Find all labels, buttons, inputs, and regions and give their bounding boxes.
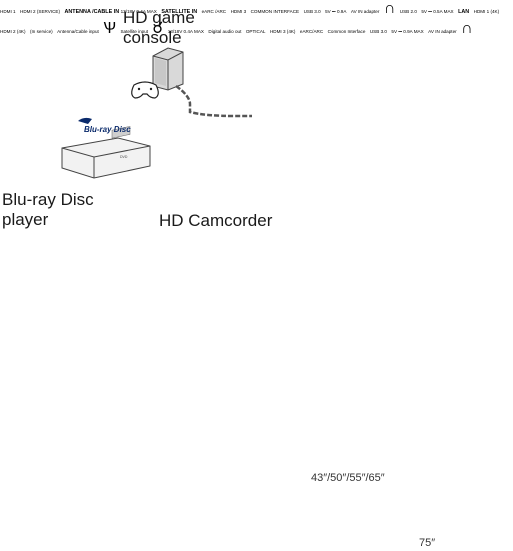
large-hdmi2-label: HDMI 2 (4K): [0, 29, 26, 34]
large-usb3-power: 5V ⎓ 0.9A MAX: [391, 29, 424, 34]
small-common-interface-slot: COMMON INTERFACE USB 3.0 5V ⎓ 0.9A AV IN…: [0, 0, 500, 549]
console-cable: [175, 84, 252, 118]
satellite-icon: ☌: [152, 20, 164, 37]
hdmi-plug-bluray: HDMI 1 HDMI 2 (SERVICE) ANTENNA /CABLE I…: [0, 0, 500, 549]
small-hdmi2-label: HDMI 2 (SERVICE): [20, 9, 61, 14]
large-tv-caption: 75″: [419, 537, 436, 549]
hdmi-plug-camcorder: HDMI 1 HDMI 2 (SERVICE) ANTENNA /CABLE I…: [0, 0, 500, 549]
game-console-label: HD game console: [123, 8, 195, 47]
bluray-logo-text: Blu-ray Disc: [84, 125, 131, 134]
small-earc-label: eARC /ARC: [201, 9, 227, 14]
large-hdmi2-port: Antenna/Cable input Ѱ Satellite input ☌ …: [2, 8, 473, 549]
large-hdmi2-sub: (In service): [29, 29, 53, 34]
small-antenna-label: ANTENNA /CABLE IN: [64, 9, 120, 15]
small-hdmi1-label: HDMI 1: [0, 9, 16, 14]
large-common-interface-label: Common Interface: [327, 29, 366, 34]
large-hdmi1-label: HDMI 1 (4K): [473, 9, 500, 14]
bluray-player-icon: [61, 126, 151, 179]
small-hdmi2-port: HDMI 2 (SERVICE) ANTENNA /CABLE IN 13/18…: [0, 0, 500, 549]
bluray-cable: HDMI 1 HDMI 2 (SERVICE) ANTENNA /CABLE I…: [0, 0, 500, 549]
small-hdmi3-port: HDMI 3 COMMON INTERFACE USB 3.0 5V ⎓ 0.9…: [0, 0, 500, 549]
small-sat-power-label: 13/18V 0.4A MAX: [120, 9, 157, 14]
small-headphone-icon: ∩: [383, 0, 396, 17]
large-hdmi3-port: Common Interface USB 3.0 5V ⎓ 0.9A MAX A…: [2, 8, 473, 549]
large-digital-audio-label: Digital audio out: [208, 29, 242, 34]
small-usb-power-label: 5V ⎓ 0.9A: [325, 9, 347, 14]
small-hdmi1-port: HDMI 1 HDMI 2 (SERVICE) ANTENNA /CABLE I…: [0, 0, 500, 549]
camcorder-label: HD Camcorder: [159, 211, 273, 230]
small-common-interface-label: COMMON INTERFACE: [250, 9, 300, 14]
large-usb2-power: 5V ⎓ 0.5A MAX: [421, 9, 454, 14]
bluray-player-label: Blu-ray Disc player: [2, 190, 94, 229]
large-lan-label: LAN: [458, 9, 470, 15]
large-optical-label: OPTICAL: [245, 29, 266, 34]
game-console-icon: [152, 47, 184, 91]
large-antenna-label: Antenna/Cable input: [57, 29, 99, 34]
large-usb2-port: 5V ⎓ 0.5A MAX LAN HDMI 1 (4K) HDMI 2 (4K…: [0, 0, 500, 549]
large-hdmi3-label: HDMI 3 (4K): [269, 29, 296, 34]
large-hdmi3-sub: eARC/ARC: [299, 29, 324, 34]
antenna-icon: Ѱ: [103, 20, 116, 37]
large-av-label: AV IN adapter: [428, 29, 457, 34]
gamepad-icon: [131, 81, 159, 99]
small-satellite-label: SATELLITE IN: [161, 9, 198, 15]
small-hdmi3-label: HDMI 3: [230, 9, 247, 14]
large-headphone-icon: ∩: [461, 20, 473, 37]
small-tv-caption: 43″/50″/55″/65″: [311, 472, 385, 484]
large-hdmi1-port: HDMI 2 (4K) (In service) Antenna/Cable i…: [0, 8, 473, 549]
small-av-label: AV IN adapter: [350, 9, 380, 14]
bluray-disc-logo: [78, 117, 92, 124]
large-common-interface-slot: USB 3.0 5V ⎓ 0.9A MAX AV IN adapter ∩ HD…: [2, 8, 473, 549]
player-mark: DVD: [120, 155, 128, 159]
large-satellite-label: Satellite input: [120, 29, 149, 34]
hdmi-plug-console: HDMI 1 HDMI 2 (SERVICE) ANTENNA /CABLE I…: [0, 0, 500, 549]
small-usb-label: USB 3.0: [303, 9, 321, 14]
large-usb3-label: USB 3.0: [369, 29, 387, 34]
camcorder-cable: HDMI 1 HDMI 2 (SERVICE) ANTENNA /CABLE I…: [0, 0, 500, 549]
large-usb2-label: USB 2.0: [399, 9, 417, 14]
large-sat-power: 13/18V 0.4A MAX: [167, 29, 204, 34]
